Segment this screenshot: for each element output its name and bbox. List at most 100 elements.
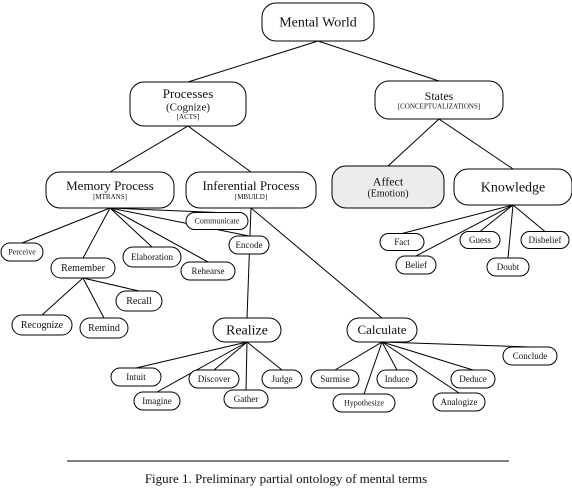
node-recognize-label: Recognize — [21, 320, 64, 331]
node-knowledge-shape — [453, 168, 572, 206]
edge-mental-world-to-processes — [187, 40, 319, 83]
node-fact-label: Fact — [394, 237, 410, 247]
node-fact: Fact — [379, 233, 425, 251]
node-discover: Discover — [188, 369, 240, 389]
node-surmise-label: Surmise — [320, 374, 350, 384]
edge-realize-to-judge — [246, 341, 283, 371]
node-elaboration: Elaboration — [122, 246, 182, 268]
edge-realize-to-discover — [213, 341, 248, 371]
node-recall: Recall — [115, 290, 163, 312]
node-realize: Realize — [212, 317, 282, 343]
edge-calculate-to-induce — [381, 341, 398, 371]
node-imagine-shape — [133, 391, 181, 411]
node-perceive: Perceive — [0, 242, 44, 262]
node-belief-shape — [395, 255, 437, 275]
node-analogize-shape — [432, 392, 486, 412]
node-memory-process-label: Memory Process — [66, 178, 154, 193]
node-intuit-shape — [110, 367, 162, 387]
node-remind-shape — [79, 317, 129, 339]
node-disbelief-label: Disbelief — [529, 235, 562, 245]
node-processes: Processes(Cognize)[ACTS] — [129, 81, 247, 127]
node-remember-shape — [50, 257, 116, 279]
node-judge-shape — [261, 369, 303, 389]
node-doubt-label: Doubt — [497, 262, 520, 272]
edge-remember-to-remind — [82, 277, 105, 319]
node-guess-shape — [459, 231, 501, 249]
edge-inferential-process-to-realize — [246, 207, 252, 319]
node-knowledge-label: Knowledge — [481, 180, 546, 195]
node-recall-label: Recall — [126, 296, 152, 307]
edge-knowledge-to-disbelief — [512, 204, 546, 232]
node-recall-shape — [115, 290, 163, 312]
edge-remember-to-recognize — [41, 277, 84, 316]
node-conclude: Conclude — [502, 346, 558, 366]
edge-memory-process-to-encode — [109, 207, 250, 237]
node-processes-tag: [ACTS] — [177, 113, 200, 121]
node-calculate: Calculate — [346, 317, 418, 343]
edge-knowledge-to-doubt — [507, 204, 514, 259]
node-belief-label: Belief — [405, 260, 427, 270]
node-gather-label: Gather — [234, 394, 259, 404]
node-calculate-shape — [346, 317, 418, 343]
node-judge: Judge — [261, 369, 303, 389]
node-recognize-shape — [11, 314, 73, 336]
edge-realize-to-imagine — [156, 341, 248, 393]
node-inferential-process-tag: [MBUILD] — [235, 193, 267, 201]
node-realize-shape — [212, 317, 282, 343]
node-elaboration-shape — [122, 246, 182, 268]
node-calculate-label: Calculate — [357, 322, 406, 337]
node-surmise: Surmise — [310, 369, 360, 389]
node-affect-shape — [331, 165, 445, 209]
node-states-tag: [CONCEPTUALIZATIONS] — [398, 103, 480, 111]
node-communicate-label: Communicate — [195, 217, 240, 226]
edge-processes-to-memory-process — [109, 125, 189, 173]
node-discover-shape — [188, 369, 240, 389]
node-belief: Belief — [395, 255, 437, 275]
node-surmise-shape — [310, 369, 360, 389]
edge-memory-process-to-rehearse — [109, 207, 209, 263]
edge-mental-world-to-states — [317, 40, 440, 82]
edge-calculate-to-hypothesize — [363, 341, 383, 395]
edge-knowledge-to-belief — [415, 204, 514, 257]
node-encode: Encode — [228, 235, 270, 255]
node-perceive-label: Perceive — [8, 248, 36, 257]
node-rehearse-label: Rehearse — [192, 266, 225, 276]
node-intuit-label: Intuit — [126, 372, 146, 382]
node-inferential-process-shape — [185, 171, 317, 209]
node-hypothesize-label: Hypothesize — [344, 399, 384, 408]
node-elaboration-label: Elaboration — [131, 252, 173, 262]
edge-knowledge-to-fact — [401, 204, 514, 234]
node-memory-process: Memory Process[MTRANS] — [45, 171, 175, 209]
node-memory-process-shape — [45, 171, 175, 209]
node-deduce: Deduce — [450, 369, 496, 389]
node-fact-shape — [379, 233, 425, 251]
node-imagine-label: Imagine — [142, 396, 172, 406]
node-states-label: States — [425, 89, 454, 103]
node-processes-label: Processes — [163, 86, 214, 101]
edge-inferential-process-to-calculate — [250, 207, 383, 319]
edge-knowledge-to-guess — [479, 204, 514, 232]
node-recognize: Recognize — [11, 314, 73, 336]
node-processes-sub: (Cognize) — [166, 102, 210, 114]
node-deduce-shape — [450, 369, 496, 389]
node-judge-label: Judge — [272, 374, 293, 384]
node-realize-label: Realize — [226, 323, 268, 338]
edge-processes-to-inferential-process — [187, 125, 252, 173]
node-perceive-shape — [0, 242, 44, 262]
edge-realize-to-gather — [245, 341, 248, 391]
node-deduce-label: Deduce — [459, 374, 486, 384]
node-analogize-label: Analogize — [441, 397, 478, 407]
node-remind-label: Remind — [88, 323, 120, 334]
node-mental-world-label: Mental World — [279, 15, 357, 30]
node-mental-world-shape — [261, 2, 375, 42]
node-remind: Remind — [79, 317, 129, 339]
edge-realize-to-intuit — [135, 341, 248, 369]
diagram-edges — [21, 40, 546, 395]
edge-memory-process-to-remember — [82, 207, 111, 259]
edge-states-to-affect — [387, 118, 440, 167]
node-encode-label: Encode — [236, 240, 263, 250]
node-states-shape — [374, 80, 504, 120]
node-affect: Affect(Emotion) — [331, 165, 445, 209]
node-processes-shape — [129, 81, 247, 127]
